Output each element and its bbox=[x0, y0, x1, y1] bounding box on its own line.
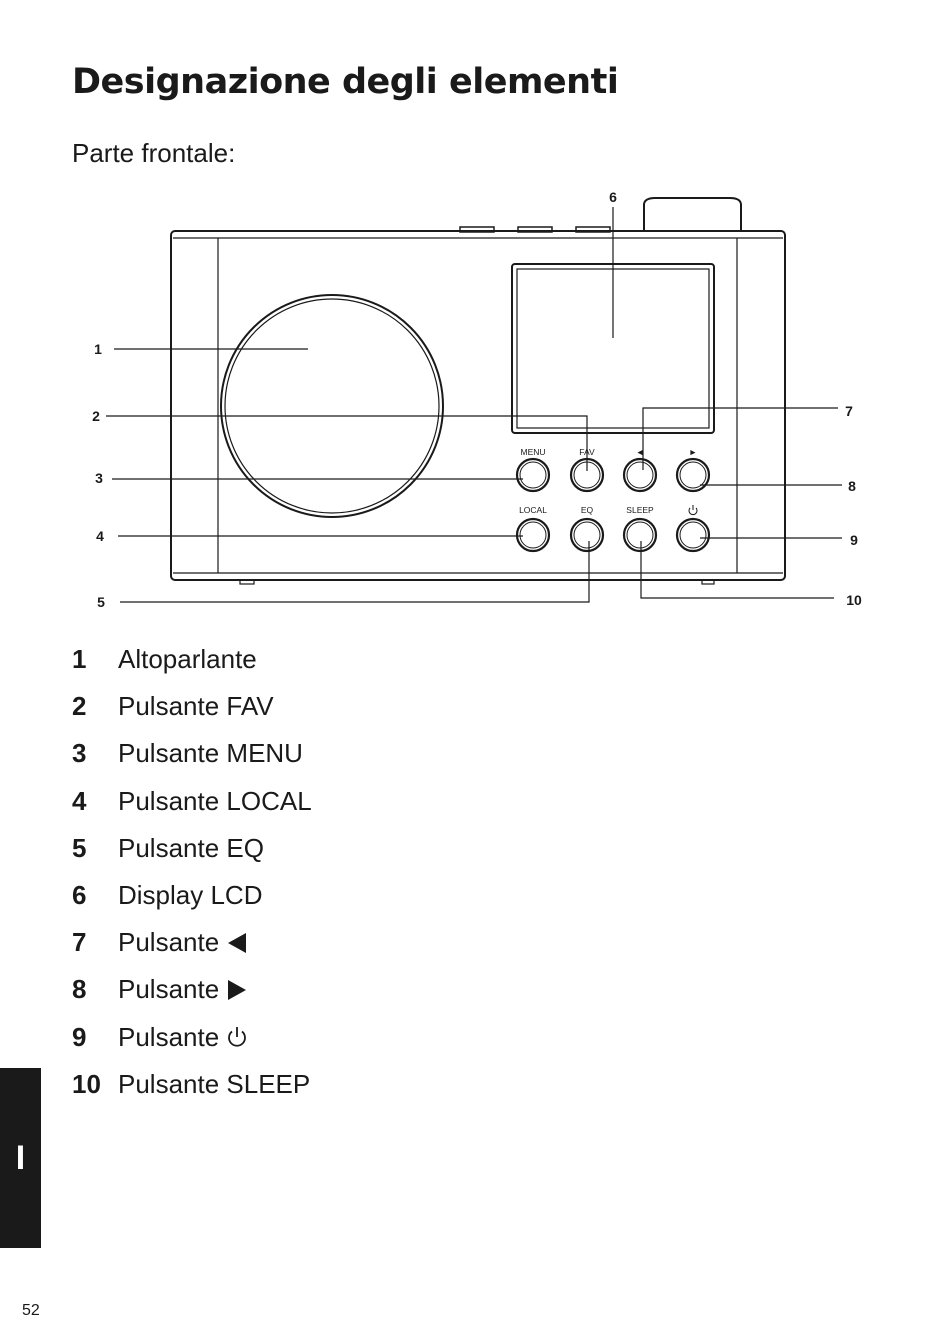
radio-body bbox=[170, 230, 786, 585]
callout-8: 8 bbox=[848, 478, 856, 494]
top-knob bbox=[643, 197, 742, 232]
radio-button-0-2: ◄ bbox=[622, 447, 658, 493]
power-icon bbox=[228, 1027, 247, 1047]
callout-3: 3 bbox=[95, 470, 103, 486]
language-tab: I bbox=[0, 1068, 41, 1248]
legend-item: 3 Pulsante MENU bbox=[72, 738, 312, 785]
legend-item: 8 Pulsante bbox=[72, 974, 312, 1021]
right-triangle-icon bbox=[228, 979, 247, 1000]
button-label: MENU bbox=[520, 447, 545, 457]
radio-button-0-3: ► bbox=[675, 447, 711, 493]
legend-number: 3 bbox=[72, 738, 87, 769]
callout-4: 4 bbox=[96, 528, 104, 544]
legend-label: Pulsante LOCAL bbox=[118, 785, 312, 816]
legend-number: 1 bbox=[72, 644, 87, 674]
button-label: ◄ bbox=[636, 447, 644, 457]
legend-item: 2 Pulsante FAV bbox=[72, 691, 312, 738]
radio-button-1-3 bbox=[675, 505, 711, 553]
callout-7: 7 bbox=[845, 403, 853, 419]
section-subtitle: Parte frontale: bbox=[72, 138, 236, 168]
radio-button-1-0: LOCAL bbox=[515, 505, 551, 553]
button-label: LOCAL bbox=[519, 505, 547, 515]
callout-6: 6 bbox=[609, 189, 617, 205]
page-number: 52 bbox=[22, 1302, 40, 1319]
left-triangle-icon bbox=[228, 932, 247, 953]
legend-number: 9 bbox=[72, 1021, 87, 1052]
legend-label: Altoparlante bbox=[118, 644, 257, 674]
power-icon bbox=[688, 505, 698, 516]
legend-number: 6 bbox=[72, 879, 87, 910]
legend-list: 1 Altoparlante 2 Pulsante FAV 3 Pulsante MENU… bbox=[72, 644, 312, 1116]
legend-item: 10 Pulsante SLEEP bbox=[72, 1069, 312, 1116]
legend-item: 7 Pulsante bbox=[72, 927, 312, 974]
legend-item: 9 Pulsante bbox=[72, 1022, 312, 1069]
legend-label: Pulsante EQ bbox=[118, 832, 264, 863]
button-label: SLEEP bbox=[626, 505, 654, 515]
button-label: ► bbox=[689, 447, 697, 457]
legend-item: 1 Altoparlante bbox=[72, 644, 312, 691]
legend-label: Pulsante MENU bbox=[118, 738, 303, 769]
legend-item: 4 Pulsante LOCAL bbox=[72, 786, 312, 833]
legend-label: Pulsante bbox=[118, 974, 220, 1005]
callout-1: 1 bbox=[94, 341, 102, 357]
legend-number: 4 bbox=[72, 785, 87, 816]
legend-label: Pulsante bbox=[118, 927, 220, 958]
legend-number: 5 bbox=[72, 832, 87, 863]
callout-10: 10 bbox=[846, 592, 862, 608]
legend-number: 7 bbox=[72, 927, 87, 958]
legend-item: 5 Pulsante EQ bbox=[72, 833, 312, 880]
callout-2: 2 bbox=[92, 408, 100, 424]
radio-button-1-2: SLEEP bbox=[622, 505, 658, 553]
callout-9: 9 bbox=[850, 532, 858, 548]
callout-leaders bbox=[106, 207, 842, 603]
page-title: Designazione degli elementi bbox=[72, 62, 619, 102]
legend-label: Pulsante bbox=[118, 1021, 220, 1052]
legend-label: Pulsante SLEEP bbox=[118, 1068, 311, 1099]
legend-number: 10 bbox=[72, 1068, 101, 1099]
legend-item: 6 Display LCD bbox=[72, 880, 312, 927]
legend-number: 2 bbox=[72, 691, 87, 722]
button-label: EQ bbox=[581, 505, 594, 515]
legend-label: Pulsante FAV bbox=[118, 691, 274, 722]
speaker-grille bbox=[220, 294, 444, 518]
legend-label: Display LCD bbox=[118, 879, 263, 910]
legend-number: 8 bbox=[72, 974, 87, 1005]
callout-5: 5 bbox=[97, 594, 105, 610]
radio-button-1-1: EQ bbox=[569, 505, 605, 553]
radio-button-0-0: MENU bbox=[515, 447, 551, 493]
